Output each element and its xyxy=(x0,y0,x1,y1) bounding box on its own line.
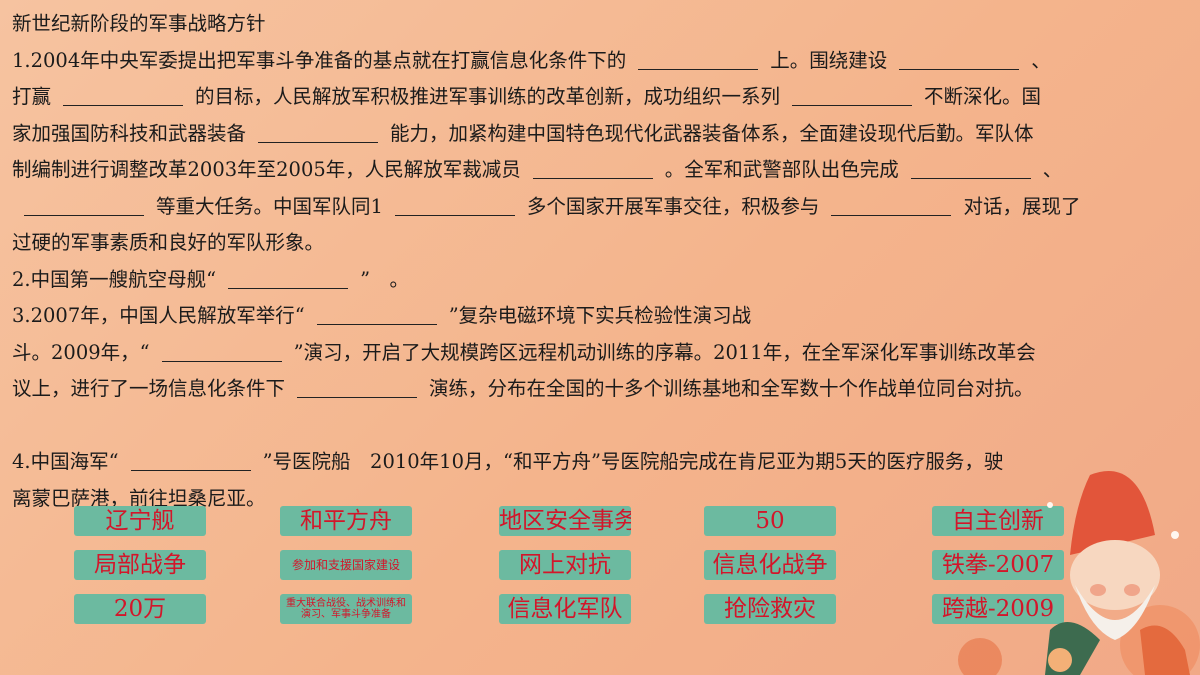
answer-blank[interactable] xyxy=(297,373,418,398)
answer-chip[interactable]: 信息化战争 xyxy=(704,550,836,580)
answer-chip[interactable]: 铁拳-2007 xyxy=(932,550,1064,580)
question-line: 3.2007年，中国人民解放军举行“ ”复杂电磁环境下实兵检验性演习战 xyxy=(12,298,1188,335)
question-text-segment: ”复杂电磁环境下实兵检验性演习战 xyxy=(448,304,752,327)
answer-blank[interactable] xyxy=(130,446,251,471)
answer-chip[interactable]: 重大联合战役、战术训练和演习、军事斗争准备 xyxy=(280,594,412,624)
answer-chip[interactable]: 辽宁舰 xyxy=(74,506,206,536)
question-text-segment: 多个国家开展军事交往，积极参与 xyxy=(526,194,820,218)
question-text-segment: 制编制进行调整改革2003年至2005年，人民解放军裁减员 xyxy=(12,158,521,181)
answer-chip[interactable]: 局部战争 xyxy=(74,550,206,580)
question-text-segment: 对话，展现了 xyxy=(963,194,1081,218)
question-line: 1.2004年中央军委提出把军事斗争准备的基点就在打赢信息化条件下的 上。围绕建设… xyxy=(12,43,1188,80)
question-text-segment: 。全军和武警部队出色完成 xyxy=(664,158,899,181)
question-line: 家加强国防科技和武器装备 能力，加紧构建中国特色现代化武器装备体系，全面建设现代后… xyxy=(12,116,1188,153)
answer-blank[interactable] xyxy=(831,191,952,216)
question-text-segment: 、 xyxy=(1042,158,1063,181)
question-text-segment: 、 xyxy=(1031,48,1051,72)
question-text-segment: 不断深化。国 xyxy=(924,85,1042,108)
question-text-segment: 打赢 xyxy=(12,85,52,108)
answer-blank[interactable] xyxy=(63,81,184,106)
question-line: 等重大任务。中国军队同1 多个国家开展军事交往，积极参与 对话，展现了 xyxy=(12,189,1188,226)
answer-chip[interactable]: 和平方舟 xyxy=(280,506,412,536)
question-text-segment: ” 。 xyxy=(360,267,410,291)
question-text-segment: 1.2004年中央军委提出把军事斗争准备的基点就在打赢信息化条件下的 xyxy=(12,48,627,72)
question-line: 离蒙巴萨港，前往坦桑尼亚。 xyxy=(12,481,1188,518)
question-line: 2.中国第一艘航空母舰“ ” 。 xyxy=(12,262,1188,299)
question-text-segment: 4.中国海军“ xyxy=(12,450,119,473)
question-text: 新世纪新阶段的军事战略方针 1.2004年中央军委提出把军事斗争准备的基点就在打… xyxy=(12,6,1188,517)
answer-chip[interactable]: 信息化军队 xyxy=(499,594,631,624)
question-line: 斗。2009年，“ ”演习，开启了大规模跨区远程机动训练的序幕。2011年，在全军… xyxy=(12,335,1188,372)
question-text-segment: 过硬的军事素质和良好的军队形象。 xyxy=(12,231,325,254)
answer-blank[interactable] xyxy=(532,154,653,179)
page-title: 新世纪新阶段的军事战略方针 xyxy=(12,12,266,35)
question-text-segment: 离蒙巴萨港，前往坦桑尼亚。 xyxy=(12,486,266,510)
question-line: 议上，进行了一场信息化条件下 演练，分布在全国的十多个训练基地和全军数十个作战单位… xyxy=(12,371,1188,408)
answer-blank[interactable] xyxy=(316,300,437,325)
question-text-segment: 演练，分布在全国的十多个训练基地和全军数十个作战单位同台对抗。 xyxy=(429,377,1034,400)
answer-chip[interactable]: 抢险救灾 xyxy=(704,594,836,624)
question-text-segment: 能力，加紧构建中国特色现代化武器装备体系，全面建设现代后勤。军队体 xyxy=(390,121,1034,145)
question-text-segment: 2.中国第一艘航空母舰“ xyxy=(12,267,217,291)
answer-blank[interactable] xyxy=(899,45,1020,70)
question-lines: 1.2004年中央军委提出把军事斗争准备的基点就在打赢信息化条件下的 上。围绕建设… xyxy=(12,43,1188,518)
question-text-segment: 3.2007年，中国人民解放军举行“ xyxy=(12,304,305,327)
question-line: 制编制进行调整改革2003年至2005年，人民解放军裁减员 。全军和武警部队出色完… xyxy=(12,152,1188,189)
answer-chip[interactable]: 网上对抗 xyxy=(499,550,631,580)
question-text-segment: 家加强国防科技和武器装备 xyxy=(12,121,247,145)
question-line: 打赢 的目标，人民解放军积极推进军事训练的改革创新，成功组织一系列 不断深化。国 xyxy=(12,79,1188,116)
answer-chip[interactable]: 20万 xyxy=(74,594,206,624)
answer-chip[interactable]: 跨越-2009 xyxy=(932,594,1064,624)
question-text-segment: ”演习，开启了大规模跨区远程机动训练的序幕。2011年，在全军深化军事训练改革会 xyxy=(293,340,1036,364)
question-line: 过硬的军事素质和良好的军队形象。 xyxy=(12,225,1188,262)
gnome-illustration-icon xyxy=(958,471,1200,675)
answer-blank[interactable] xyxy=(24,191,144,216)
answer-blank[interactable] xyxy=(258,118,379,143)
answer-blank[interactable] xyxy=(161,337,282,362)
answer-blank[interactable] xyxy=(394,191,515,216)
answer-blank[interactable] xyxy=(792,81,913,106)
question-line: 4.中国海军“ ”号医院船 2010年10月，“和平方舟”号医院船完成在肯尼亚为期… xyxy=(12,444,1188,481)
question-text-segment: 斗。2009年，“ xyxy=(12,340,150,364)
answer-blank[interactable] xyxy=(910,154,1031,179)
answer-blank[interactable] xyxy=(638,45,759,70)
question-text-segment: 上。围绕建设 xyxy=(770,48,888,72)
question-text-segment: 等重大任务。中国军队同1 xyxy=(156,194,383,218)
question-text-segment: ”号医院船 2010年10月，“和平方舟”号医院船完成在肯尼亚为期5天的医疗服务… xyxy=(262,450,1004,473)
answer-chip[interactable]: 地区安全事务 xyxy=(499,506,631,536)
answer-chip[interactable]: 自主创新 xyxy=(932,506,1064,536)
answer-chip[interactable]: 50 xyxy=(704,506,836,536)
question-text-segment: 议上，进行了一场信息化条件下 xyxy=(12,377,286,400)
question-text-segment: 的目标，人民解放军积极推进军事训练的改革创新，成功组织一系列 xyxy=(195,85,781,108)
answer-blank[interactable] xyxy=(228,264,349,289)
answer-chip[interactable]: 参加和支援国家建设 xyxy=(280,550,412,580)
